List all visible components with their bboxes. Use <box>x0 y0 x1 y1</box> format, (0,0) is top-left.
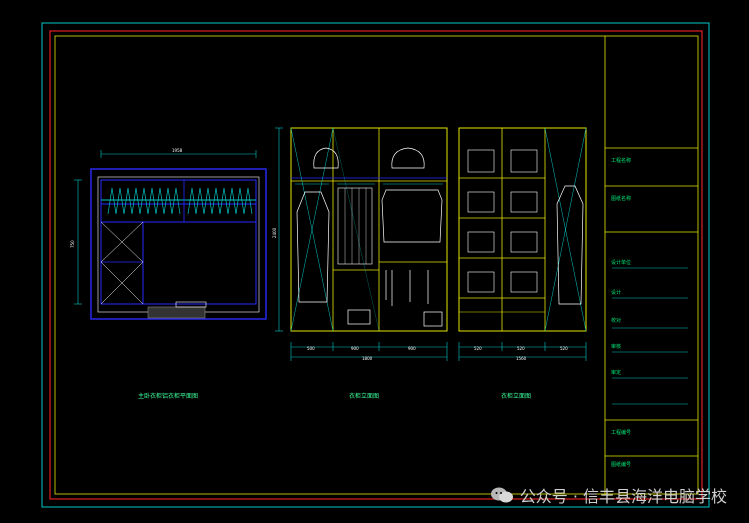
plan-title: 主卧衣柜铝衣柜平面图 <box>138 392 198 400</box>
plan-top-dim: 1958 <box>172 148 183 153</box>
plan-view[interactable]: 1958 750 <box>70 148 267 320</box>
title-row-2: 设计单位 <box>611 259 631 266</box>
elev1-seg-2: 900 <box>408 346 416 351</box>
outer-frame <box>41 22 710 508</box>
elev2-seg-2: 520 <box>560 346 568 351</box>
yellow-frame <box>54 35 699 495</box>
title-block: 工程名称 图纸名称 设计单位 设计 校对 审核 审定 工程编号 图纸编号 <box>604 36 698 494</box>
title-row-5: 审核 <box>611 343 621 350</box>
elev1-seg-1: 900 <box>351 346 359 351</box>
elev2-seg-1: 520 <box>517 346 525 351</box>
title-row-1: 图纸名称 <box>611 195 631 202</box>
title-row-4: 校对 <box>611 317 621 324</box>
elevation2-title: 衣柜立面图 <box>501 392 531 400</box>
title-row-3: 设计 <box>611 289 621 296</box>
elevation-2[interactable]: 520 520 520 1560 <box>458 127 587 361</box>
title-row-0: 工程名称 <box>611 157 631 164</box>
elevation1-title: 衣柜立面图 <box>349 392 379 400</box>
wechat-icon <box>490 487 513 503</box>
elev1-height-dim: 2400 <box>272 227 277 238</box>
watermark-text: 公众号 · 信丰县海洋电脑学校 <box>519 487 727 506</box>
watermark: 公众号 · 信丰县海洋电脑学校 <box>490 483 727 507</box>
title-row-6: 审定 <box>611 369 621 376</box>
title-row-7: 工程编号 <box>611 429 631 436</box>
plan-left-dim: 750 <box>70 240 75 248</box>
red-frame <box>49 30 703 500</box>
elevation-1[interactable]: 2400 500 900 900 1800 <box>272 127 448 361</box>
elev1-total: 1800 <box>362 356 373 361</box>
elev1-seg-0: 500 <box>307 346 315 351</box>
title-row-8: 图纸编号 <box>611 461 631 468</box>
elev2-seg-0: 520 <box>474 346 482 351</box>
elev2-total: 1560 <box>516 356 527 361</box>
